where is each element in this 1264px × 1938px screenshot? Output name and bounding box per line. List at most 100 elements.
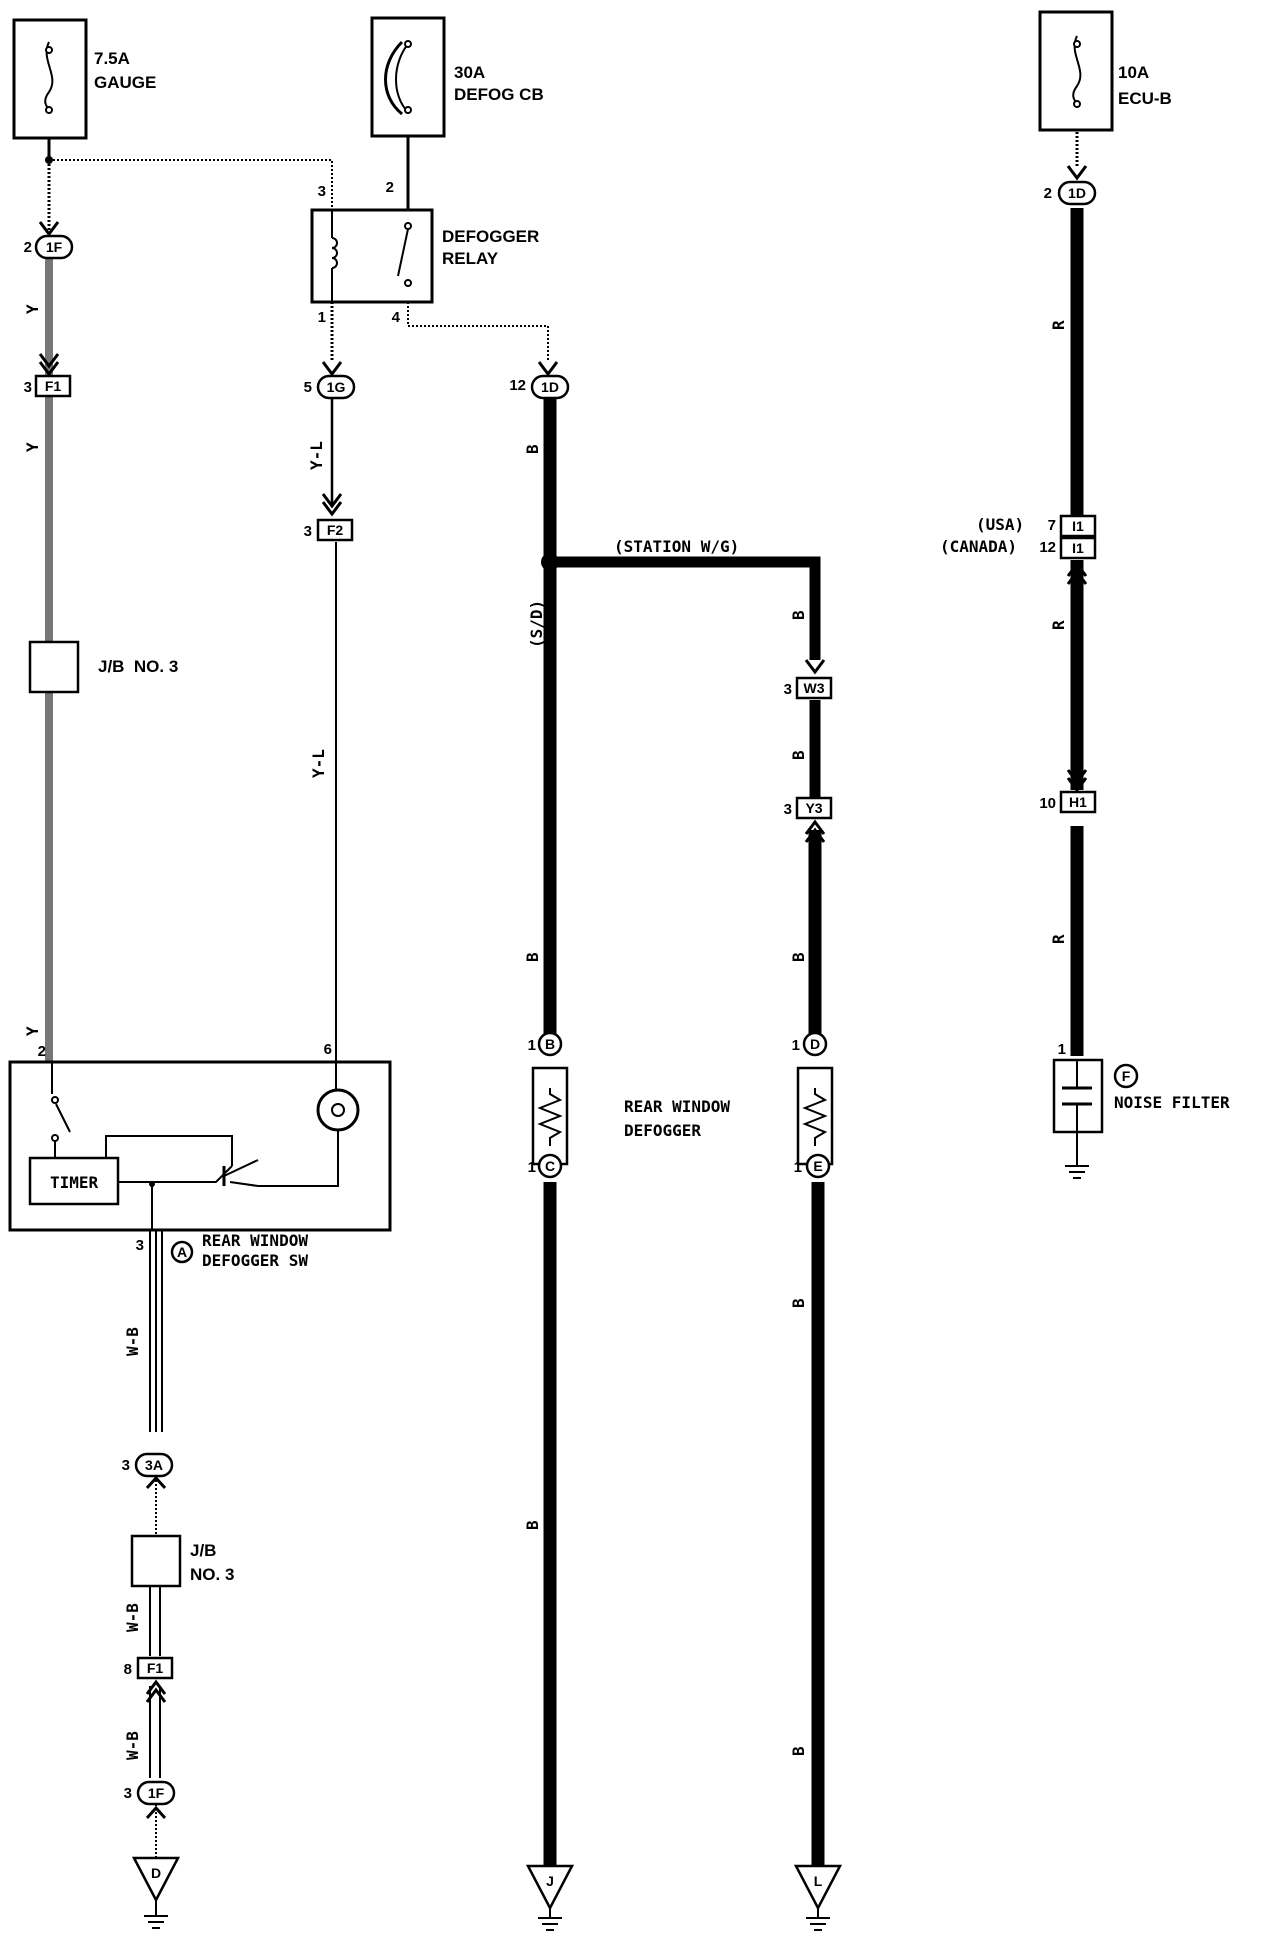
connector-w3-label: W3	[804, 680, 825, 696]
junction-block-upper	[28, 640, 80, 694]
wire-station-branch	[550, 556, 821, 660]
pin-numbers: 2 3 3 2 1 4 5 3 12 2 7 12 10 3 3 1 1 1 1…	[24, 179, 1066, 1802]
pin-1d-right: 2	[1044, 185, 1052, 202]
fuse-gauge	[12, 18, 88, 160]
pin-1d-mid: 12	[509, 377, 526, 394]
connector-f2	[316, 518, 354, 542]
pin-f2: 3	[304, 523, 312, 540]
noise-filter-letter: F	[1122, 1068, 1131, 1084]
connector-b	[537, 1031, 563, 1057]
pin-1f-top: 2	[24, 239, 32, 256]
wire-color-r-2: R	[1049, 620, 1068, 630]
connector-y3	[795, 796, 833, 820]
connector-i1-canada	[1059, 536, 1097, 560]
fuse-ecu-b	[1038, 10, 1114, 132]
wire-color-labels: Y Y Y Y-L Y-L B B B B B B B B R R R W-B …	[23, 304, 1068, 1760]
fuse-ecu-rating: 10A	[1118, 63, 1149, 82]
circuit-breaker-name: DEFOG CB	[454, 85, 544, 104]
connector-1f-top-label: 1F	[46, 239, 63, 255]
connector-f1-bot	[136, 1656, 174, 1680]
pin-d: 1	[792, 1037, 800, 1054]
circuit-breaker-defog	[370, 16, 446, 138]
pin-b: 1	[528, 1037, 536, 1054]
wire-relay-to-1d	[407, 286, 549, 362]
pin-f1-bot: 8	[124, 1661, 132, 1678]
junction-block-upper-label: J/B NO. 3	[98, 657, 178, 676]
connector-1f-bot-label: 1F	[148, 1785, 165, 1801]
pin-e: 1	[794, 1159, 802, 1176]
connector-arrows	[38, 165, 1088, 1820]
ground-points	[131, 1856, 843, 1931]
wire-color-b-6: B	[789, 952, 808, 962]
pin-1f-bot: 3	[124, 1785, 132, 1802]
pin-relay-2: 2	[386, 179, 394, 196]
connector-3a	[134, 1452, 174, 1478]
ground-d-label: D	[151, 1865, 161, 1881]
switch-label-line2: DEFOGGER SW	[202, 1251, 308, 1270]
fuse-gauge-rating: 7.5A	[94, 49, 130, 68]
switch-label-line1: REAR WINDOW	[202, 1231, 308, 1250]
switch-connector-letter-circle	[170, 1240, 194, 1264]
pin-h1: 10	[1039, 795, 1056, 812]
connector-i1-usa-label: I1	[1072, 518, 1084, 534]
pin-relay-3: 3	[318, 183, 326, 200]
pin-switch-2: 2	[38, 1043, 46, 1060]
wire-color-b-1: B	[523, 444, 542, 454]
connector-1f-top	[34, 234, 74, 260]
connector-i1-usa	[1059, 514, 1097, 538]
wire-color-wb-1: W-B	[123, 1327, 142, 1356]
ground-l-label: L	[814, 1873, 823, 1889]
switch-timer-label: TIMER	[50, 1173, 99, 1192]
defogger-label-line1: REAR WINDOW	[624, 1097, 730, 1116]
connector-1f-bot	[136, 1780, 176, 1806]
wire-color-b-7: B	[789, 1298, 808, 1308]
variant-canada-label: (CANADA)	[940, 537, 1017, 556]
pin-y3: 3	[784, 801, 792, 818]
relay-label-line1: DEFOGGER	[442, 227, 539, 246]
connector-1d-right-label: 1D	[1068, 185, 1086, 201]
junction-block-lower	[130, 1534, 182, 1588]
connector-y3-label: Y3	[805, 800, 822, 816]
wire-gauge-to-relay	[49, 159, 333, 210]
circuit-breaker-rating: 30A	[454, 63, 485, 82]
connector-h1	[1059, 790, 1097, 814]
pin-relay-1: 1	[318, 309, 326, 326]
pin-i1-canada: 12	[1039, 539, 1056, 556]
defogger-relay	[310, 208, 434, 304]
wire-color-yl-1: Y-L	[307, 441, 326, 470]
connectors	[34, 180, 1097, 1806]
variant-station-label: (STATION W/G)	[614, 537, 739, 556]
connector-1d-mid	[530, 374, 570, 400]
junction-block-lower-label2: NO. 3	[190, 1565, 234, 1584]
connector-d-label: D	[810, 1036, 820, 1052]
heater-element-station	[796, 1066, 834, 1166]
connector-c	[537, 1153, 563, 1179]
connector-1g	[316, 374, 356, 400]
pin-c: 1	[528, 1159, 536, 1176]
ground-labels: D J L	[151, 1865, 823, 1889]
junction-block-lower-label1: J/B	[190, 1541, 216, 1560]
ground-j-label: J	[546, 1873, 554, 1889]
wire-color-y-3: Y	[23, 1026, 42, 1036]
connector-i1-canada-label: I1	[1072, 540, 1084, 556]
wire-color-b-2: B	[523, 952, 542, 962]
connector-f1-top	[34, 374, 72, 398]
noise-filter	[1052, 1058, 1104, 1179]
wire-color-b-8: B	[789, 1746, 808, 1756]
wire-color-y-2: Y	[23, 442, 42, 452]
pin-i1-usa: 7	[1048, 517, 1056, 534]
splice-station	[541, 553, 559, 571]
connector-e	[805, 1153, 831, 1179]
wire-color-r-3: R	[1049, 934, 1068, 944]
connector-labels: 1F 1G 1D 1D 3A 1F F1 F2 I1 I1 H1 W3 Y3 F…	[45, 185, 1087, 1801]
connector-h1-label: H1	[1069, 794, 1087, 810]
wire-color-r-1: R	[1049, 320, 1068, 330]
pin-f1-top: 3	[24, 379, 32, 396]
wire-color-b-3: B	[523, 1520, 542, 1530]
wire-color-b-5: B	[789, 750, 808, 760]
defogger-label-line2: DEFOGGER	[624, 1121, 701, 1140]
fuse-ecu-name: ECU-B	[1118, 89, 1172, 108]
pin-switch-3: 3	[136, 1237, 144, 1254]
ground-l	[793, 1864, 843, 1911]
connector-1g-label: 1G	[327, 379, 346, 395]
